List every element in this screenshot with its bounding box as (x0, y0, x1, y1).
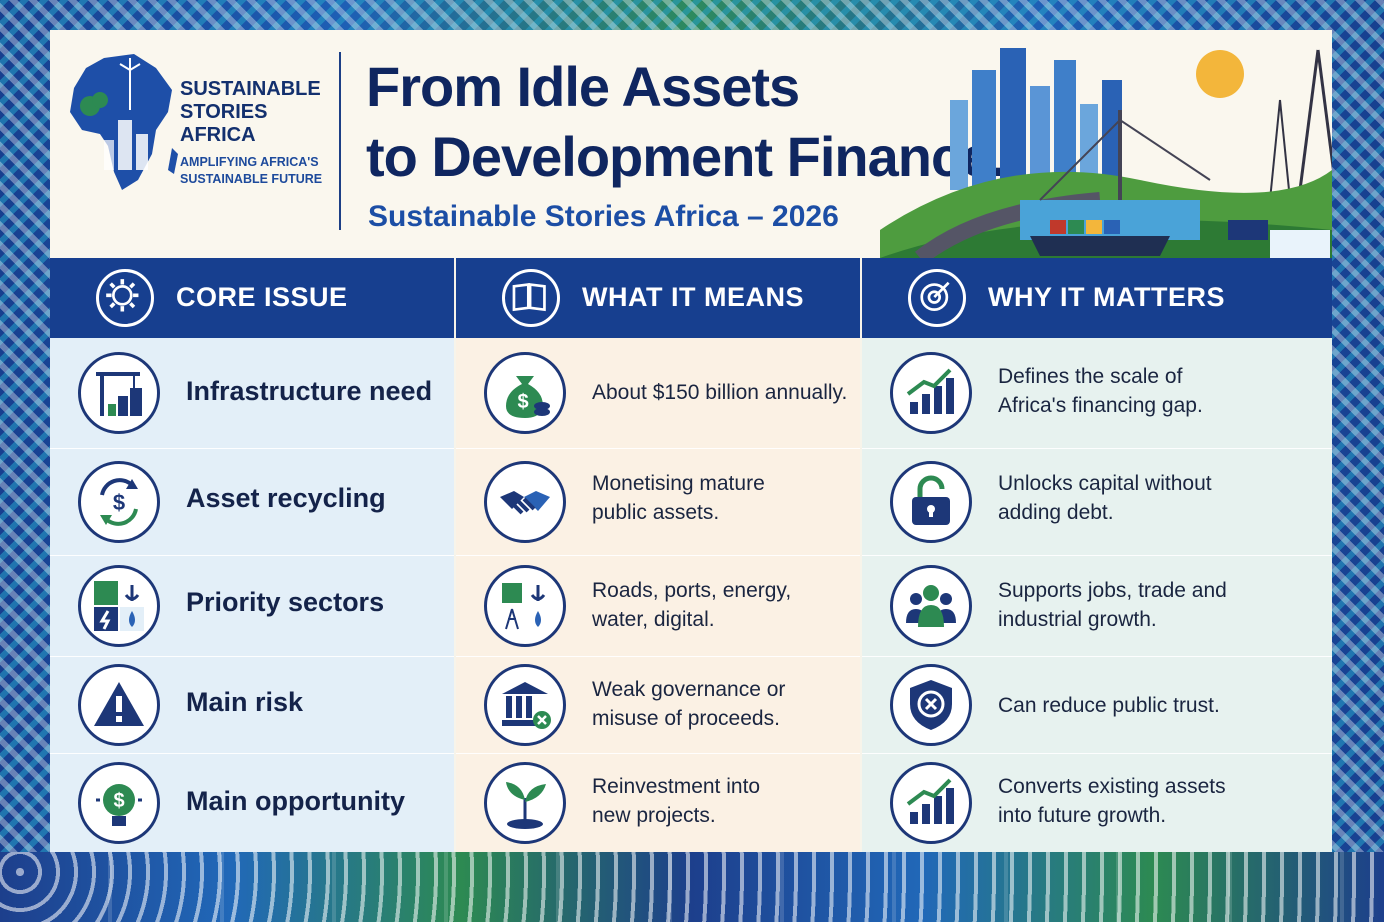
crane-icon (78, 352, 160, 434)
sectors-icon (78, 565, 160, 647)
means-text: About $150 billion annually. (592, 381, 848, 404)
unlock-icon (890, 461, 972, 543)
column-header-label: WHAT IT MEANS (582, 282, 804, 312)
brand-name: SUSTAINABLE STORIES AFRICA (180, 78, 321, 146)
svg-text:$: $ (517, 391, 528, 413)
header: SUSTAINABLE STORIES AFRICA AMPLIFYING AF… (50, 30, 1332, 258)
column-header-why-it-matters: WHY IT MATTERS (862, 258, 1332, 338)
table-row: Main risk (50, 657, 454, 753)
svg-text:$: $ (113, 490, 125, 515)
patterned-footer (0, 852, 1384, 922)
column-header-core-issue: CORE ISSUE (50, 258, 454, 338)
row-divider (50, 448, 454, 449)
column-header-what-it-means: WHAT IT MEANS (456, 258, 860, 338)
recycle-dollar-icon: $ (78, 461, 160, 543)
brand-tagline: AMPLIFYING AFRICA'S SUSTAINABLE FUTURE (180, 155, 323, 186)
table-row: Infrastructure need (50, 338, 454, 448)
money-bag-icon: $ (484, 352, 566, 434)
africa-logo-icon (70, 54, 178, 190)
table-row: Priority sectors (50, 556, 454, 656)
core-issue-text: Main opportunity (186, 786, 405, 816)
table-row: $ About $150 billion annually. (456, 338, 860, 448)
seedling-icon (484, 762, 566, 844)
row-divider (862, 656, 1332, 657)
page-subtitle: Sustainable Stories Africa – 2026 (368, 200, 839, 233)
row-divider (456, 448, 860, 449)
warning-icon (78, 664, 160, 746)
column-what-it-means: WHAT IT MEANS $ About $150 billion annua… (456, 258, 860, 852)
gear-icon (96, 269, 154, 327)
sectors-icon (484, 565, 566, 647)
row-divider (862, 448, 1332, 449)
infrastructure-illustration (880, 48, 1332, 258)
header-divider (339, 52, 341, 230)
table-row: Can reduce public trust. (862, 657, 1332, 753)
growth-chart-icon (890, 762, 972, 844)
table-row: $ Main opportunity (50, 754, 454, 852)
book-icon (502, 269, 560, 327)
core-issue-text: Asset recycling (186, 483, 386, 513)
institution-icon (484, 664, 566, 746)
page-title: From Idle Assets to Development Finance. (366, 55, 1007, 188)
row-divider (50, 753, 454, 754)
means-text: Roads, ports, energy,water, digital. (592, 579, 792, 631)
row-divider (50, 555, 454, 556)
shield-x-icon (890, 664, 972, 746)
column-core-issue: CORE ISSUE Infrastructure need $ Asset r… (50, 258, 454, 852)
idea-dollar-icon: $ (78, 762, 160, 844)
core-issue-text: Priority sectors (186, 587, 385, 617)
handshake-icon (484, 461, 566, 543)
svg-text:$: $ (113, 790, 124, 812)
target-icon (908, 269, 966, 327)
row-divider (456, 753, 860, 754)
matters-text: Can reduce public trust. (998, 694, 1220, 717)
core-issue-text: Infrastructure need (186, 376, 433, 406)
core-issue-text: Main risk (186, 687, 304, 717)
row-divider (456, 656, 860, 657)
row-divider (862, 555, 1332, 556)
infographic-panel: SUSTAINABLE STORIES AFRICA AMPLIFYING AF… (50, 30, 1332, 852)
growth-chart-icon (890, 352, 972, 434)
people-icon (890, 565, 972, 647)
table-row: $ Asset recycling (50, 449, 454, 555)
table-row: Roads, ports, energy,water, digital. (456, 556, 860, 656)
column-header-label: CORE ISSUE (176, 282, 348, 312)
column-header-label: WHY IT MATTERS (988, 282, 1225, 312)
info-table: CORE ISSUE Infrastructure need $ Asset r… (50, 258, 1332, 852)
row-divider (456, 555, 860, 556)
row-divider (50, 656, 454, 657)
row-divider (862, 753, 1332, 754)
